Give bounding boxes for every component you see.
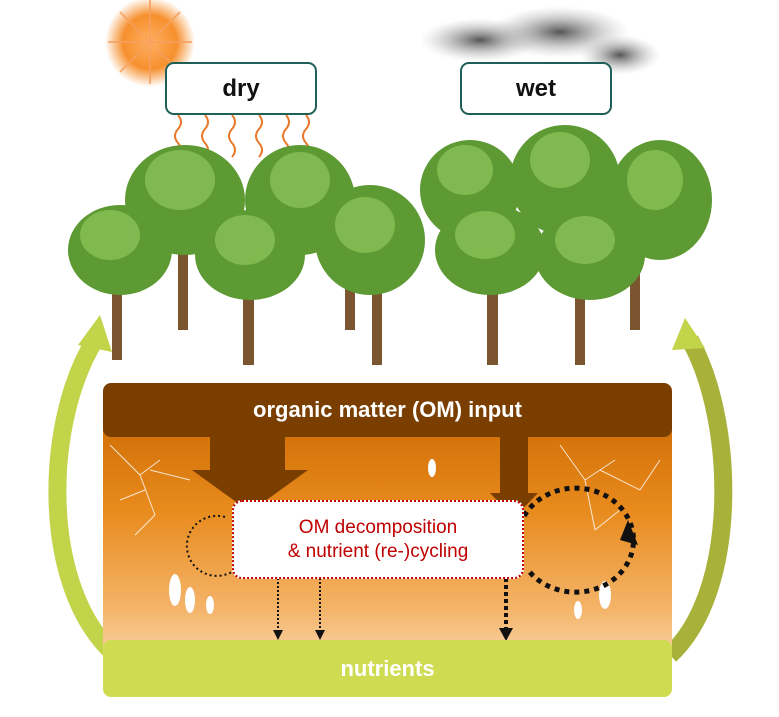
fungal-hyphae-icon: [109, 444, 661, 536]
om-input-bar: organic matter (OM) input: [103, 383, 672, 437]
left-cycle-arrow: [48, 315, 117, 657]
arrow-om-input-left: [192, 435, 308, 512]
microbes-icon: [169, 459, 611, 619]
dry-label: dry: [165, 62, 317, 115]
nutrients-bar: nutrients: [103, 640, 672, 697]
wet-label: wet: [460, 62, 612, 115]
decomposition-box: OM decomposition & nutrient (re-)cycling: [232, 500, 524, 579]
nutrient-release-arrows: [273, 578, 513, 641]
large-cycle-arrow: [517, 485, 638, 595]
trees-illustration: [68, 125, 712, 365]
decomposition-line2: & nutrient (re-)cycling: [287, 540, 469, 562]
decomposition-line1: OM decomposition: [298, 516, 458, 538]
right-cycle-arrow: [663, 318, 733, 662]
